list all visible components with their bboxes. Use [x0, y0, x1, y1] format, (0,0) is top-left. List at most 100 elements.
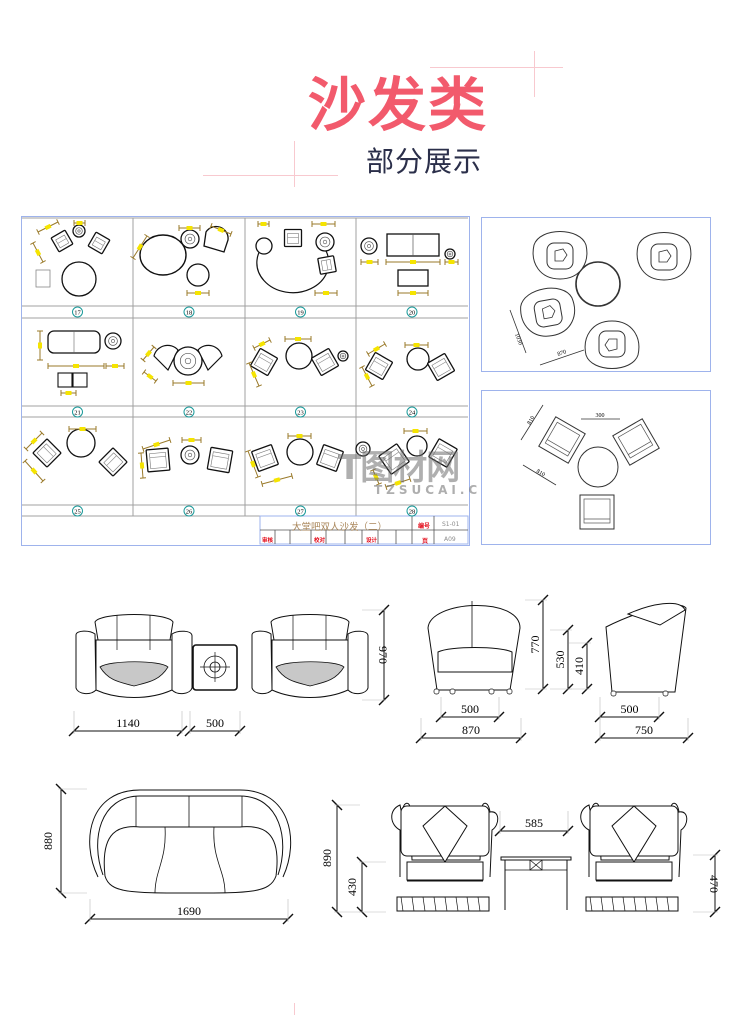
- page-title: 沙发类: [308, 71, 489, 139]
- loveseat-plan: 880 1690: [41, 783, 294, 925]
- cell-number-27: 27: [295, 505, 306, 517]
- dimension-label: 880: [41, 832, 55, 850]
- cell-number-label: 25: [74, 509, 81, 516]
- dimension-line: [370, 468, 382, 486]
- cell-number-label: 22: [186, 410, 193, 417]
- page-label: 页: [422, 538, 429, 545]
- round-table-plan: [61, 261, 97, 297]
- armchair-plan: [283, 228, 303, 248]
- watermark-prefix: T: [338, 448, 361, 488]
- cell-number-28: 28: [406, 505, 418, 517]
- armchair-plan: [317, 255, 337, 275]
- dimension-vertical: 880: [41, 783, 87, 899]
- dimension-line: [37, 330, 43, 361]
- dimension-label: 770: [528, 636, 542, 654]
- dimension-vertical: 410: [569, 637, 593, 695]
- dimension-vertical: 770: [525, 594, 549, 695]
- dimension-line: [105, 363, 125, 369]
- cell-number-label: 20: [409, 310, 416, 317]
- round-table-plan: [575, 261, 621, 307]
- armchair-plan: [32, 438, 62, 468]
- lounge-chair-plan: [139, 234, 187, 276]
- dimension-horizontal: 870: [415, 718, 527, 744]
- dimension-label: 500: [621, 702, 639, 716]
- dimension-label: 530: [553, 651, 567, 669]
- dimension-label: 1140: [116, 716, 140, 730]
- dimension-label: 810: [527, 415, 537, 426]
- page-subtitle: 部分展示: [366, 145, 483, 178]
- round-table-plan: [104, 332, 122, 350]
- design-label: 设计: [366, 538, 378, 544]
- watermark-cn: 图材网: [360, 448, 460, 488]
- armchair-plan: [311, 348, 339, 376]
- round-table-plan: [337, 350, 349, 362]
- dimension-line: [178, 225, 201, 231]
- cell-number-23: 23: [295, 406, 306, 418]
- dimension-label: 300: [596, 413, 605, 419]
- armchair-plan: [612, 418, 660, 466]
- accent-line: [294, 141, 295, 187]
- dimension-line: [246, 361, 262, 388]
- dimension-line: [23, 430, 45, 452]
- dimension-line: [47, 363, 105, 369]
- dimension-line: [141, 436, 172, 453]
- cell-number-label: 21: [74, 410, 81, 417]
- cell-number-25: 25: [72, 505, 83, 517]
- armchair-plan: [251, 614, 369, 698]
- dimension-label: 1690: [177, 904, 201, 918]
- round-table-plan: [186, 263, 210, 287]
- cell-number-label: 27: [297, 509, 304, 516]
- dimension-line: [140, 344, 157, 363]
- skirted-armchair-elevation: [580, 802, 688, 912]
- cell-number-label: 28: [409, 509, 416, 516]
- dimension-line: [397, 290, 429, 296]
- page-value: A09: [444, 536, 456, 543]
- dimension-line: [257, 221, 270, 227]
- dimension-line: [404, 342, 429, 348]
- dimension-horizontal: 1690: [84, 899, 294, 925]
- dimension-line: [68, 426, 97, 432]
- cell-number-label: 17: [74, 310, 81, 317]
- dimension-line: [403, 428, 428, 434]
- armchair-plan: [428, 438, 458, 468]
- armchair-plan: [378, 443, 410, 475]
- cell-number-label: 24: [409, 410, 416, 417]
- dimension-vertical: 470: [693, 849, 721, 918]
- round-table-plan: [255, 237, 273, 255]
- dimension-label: 970: [376, 646, 390, 664]
- coffee-table-plan: [397, 269, 429, 287]
- review-label: 审核: [262, 538, 274, 544]
- round-table-plan: [406, 347, 430, 371]
- dimension-vertical: 430: [345, 856, 386, 918]
- accent-line: [534, 51, 535, 97]
- accent-line: [294, 1003, 295, 1015]
- cell-number-19: 19: [295, 306, 306, 318]
- round-table-plan: [286, 438, 314, 466]
- dimension-line: [141, 369, 159, 384]
- dimension-line: [444, 259, 459, 265]
- watermark-domain: TZSUCAI.COM: [374, 483, 512, 497]
- dimension-line: [30, 241, 46, 264]
- dimension-label: 430: [345, 878, 359, 896]
- dimension-horizontal: 500: [594, 697, 665, 723]
- cell-number-26: 26: [183, 505, 195, 517]
- tub-chair-plan: [636, 232, 692, 281]
- round-table-plan: [406, 435, 428, 457]
- ottoman-plan: [57, 372, 73, 388]
- lounge-chair-plan: [153, 344, 179, 372]
- dimension-label: 750: [635, 723, 653, 737]
- dimension-vertical: 890: [320, 799, 360, 918]
- armchair-plan: [206, 446, 234, 474]
- drawing-name: 大堂吧双人沙发（二）: [292, 522, 388, 533]
- tub-chair-plan: [532, 231, 588, 280]
- watermark-brand: T图材网: [338, 440, 460, 489]
- round-table-plan: [285, 342, 313, 370]
- dimension-line: [245, 449, 261, 479]
- dimension-horizontal: 750: [594, 718, 694, 744]
